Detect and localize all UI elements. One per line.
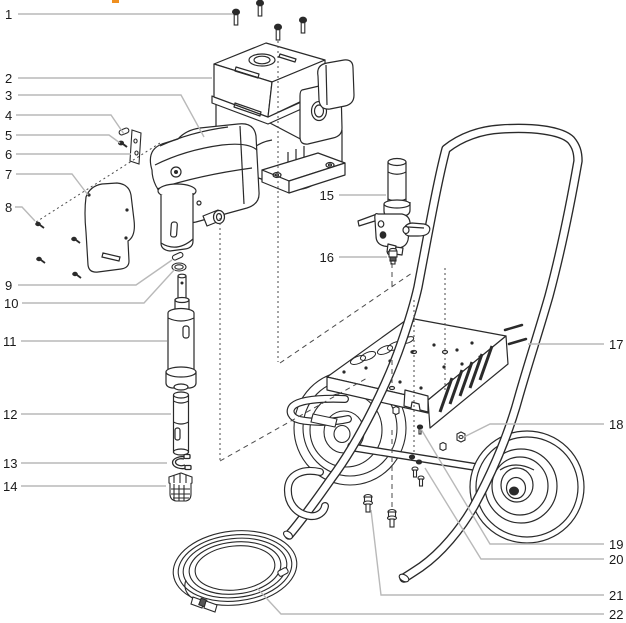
tank-decal-1 <box>234 66 260 79</box>
nut-front <box>392 405 400 416</box>
filter-assembly-15 <box>357 157 431 256</box>
pin-9 <box>171 251 184 261</box>
callout-label-10: 10 <box>4 296 18 311</box>
callout-leader-21 <box>370 509 604 596</box>
platform-bracket <box>403 389 429 413</box>
hose-tie <box>277 567 289 577</box>
prime-lever <box>403 222 431 237</box>
callout-leader-3 <box>18 94 205 138</box>
callout-leader-7 <box>16 173 89 196</box>
callout-label-21: 21 <box>609 588 623 603</box>
screw-5 <box>118 140 128 148</box>
pump-foot <box>157 183 197 252</box>
heading-fragment <box>112 0 119 3</box>
top-mounting-screws <box>231 0 308 41</box>
bottom-hook <box>283 466 329 521</box>
vent-slots <box>438 345 494 413</box>
front-pail-hook <box>286 394 352 428</box>
o-ring-10 <box>171 262 187 272</box>
screw <box>36 256 46 264</box>
callout-label-18: 18 <box>609 417 623 432</box>
screw <box>71 236 81 244</box>
return-tube-12 <box>172 391 190 456</box>
bolt-19 <box>416 424 424 430</box>
callout-leader-8 <box>15 206 36 222</box>
cart-hardware <box>362 405 466 528</box>
callout-label-20: 20 <box>609 552 623 567</box>
dashed-diagonal <box>219 376 370 462</box>
callout-label-16: 16 <box>320 250 334 265</box>
callout-leader-10 <box>22 268 176 304</box>
callout-leader-9 <box>18 259 173 286</box>
screw <box>273 23 283 41</box>
callout-label-1: 1 <box>5 7 12 22</box>
callout-label-19: 19 <box>609 537 623 552</box>
frame-tube-fill <box>285 125 582 582</box>
clip-13 <box>171 453 192 471</box>
callout-leader-4 <box>16 114 125 135</box>
screw <box>255 0 265 17</box>
cart-frame-handle <box>282 123 583 583</box>
callout-label-14: 14 <box>3 479 17 494</box>
callout-label-9: 9 <box>5 278 12 293</box>
pressure-hose-22 <box>172 530 298 613</box>
screw <box>298 16 308 34</box>
pipe-end-left <box>282 530 294 540</box>
callout-leader-18 <box>463 423 604 438</box>
fuel-cap <box>248 53 276 67</box>
callout-label-11: 11 <box>3 334 17 349</box>
mounting-plate-6 <box>129 129 142 165</box>
callout-leader-20 <box>424 467 604 560</box>
screw-21b <box>386 508 398 528</box>
screw <box>72 271 82 279</box>
hook-tab <box>310 413 338 428</box>
cover-screws-8 <box>35 221 82 279</box>
screw-20a <box>411 466 419 478</box>
callout-label-12: 12 <box>3 407 17 422</box>
fitting-16 <box>388 247 398 265</box>
screw-21a <box>362 493 374 513</box>
platform-hole-16 <box>388 385 396 391</box>
nut-18 <box>456 431 466 443</box>
washer-20b <box>415 459 423 465</box>
screw <box>231 8 241 26</box>
pump-assembly <box>149 123 260 252</box>
inlet-strainer-14 <box>168 472 193 502</box>
tank-decal-2 <box>278 53 297 63</box>
callout-label-22: 22 <box>609 607 623 622</box>
grip-collar <box>503 323 528 346</box>
screw <box>35 221 45 229</box>
callout-label-3: 3 <box>5 88 12 103</box>
nut-small <box>439 441 447 452</box>
callout-label-17: 17 <box>609 337 623 352</box>
callout-leader-19 <box>420 428 604 545</box>
engine-mount-base <box>261 152 346 194</box>
tank-decal-3 <box>233 102 262 117</box>
callout-label-6: 6 <box>5 147 12 162</box>
screw-20b <box>417 475 425 487</box>
starter-grip <box>317 59 355 110</box>
hose-fittings <box>184 579 218 613</box>
platform-holes <box>342 341 482 390</box>
callout-label-2: 2 <box>5 71 12 86</box>
suction-tube-assembly-11 <box>165 273 197 391</box>
callout-label-4: 4 <box>5 108 12 123</box>
pipe-end-right <box>398 573 410 583</box>
callout-leader-5 <box>16 134 121 144</box>
pump-outlet-valve <box>196 200 226 227</box>
belt-cover-7 <box>84 182 135 273</box>
alignment-lines <box>35 41 446 507</box>
callout-label-5: 5 <box>5 128 12 143</box>
callout-label-13: 13 <box>3 456 17 471</box>
callout-leader-22 <box>256 587 604 615</box>
washer-20a <box>408 454 416 460</box>
callout-label-15: 15 <box>320 188 334 203</box>
callout-label-7: 7 <box>5 167 12 182</box>
callout-label-8: 8 <box>5 200 12 215</box>
hub-cap-center <box>509 486 519 496</box>
